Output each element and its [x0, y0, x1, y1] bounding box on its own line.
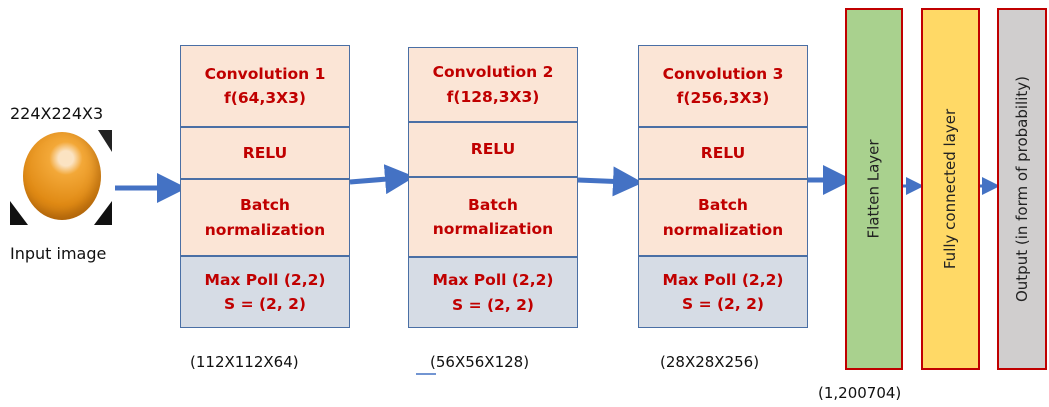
- flatten-output-dim: (1,200704): [818, 384, 902, 402]
- maxpool2-line1: Max Poll (2,2): [432, 271, 554, 290]
- output-layer-label: Output (in form of probability): [1013, 75, 1031, 303]
- conv1-filter: f(64,3X3): [224, 89, 306, 107]
- maxpool1-box: Max Poll (2,2) S = (2, 2): [180, 256, 350, 328]
- batchnorm1-line1: Batch: [240, 196, 290, 215]
- orange-fruit-image: [23, 132, 101, 220]
- conv3-title: Convolution 3: [662, 64, 784, 83]
- relu2-box: RELU: [408, 122, 578, 177]
- batchnorm3-box: Batch normalization: [638, 179, 808, 256]
- maxpool1-line1: Max Poll (2,2): [204, 270, 326, 289]
- maxpool3-line2: S = (2, 2): [682, 295, 764, 313]
- batchnorm2-line1: Batch: [468, 195, 518, 214]
- conv2-filter: f(128,3X3): [446, 87, 540, 106]
- batchnorm2-line2: normalization: [432, 220, 554, 238]
- maxpool2-box: Max Poll (2,2) S = (2, 2): [408, 257, 578, 328]
- relu1-label: RELU: [242, 143, 288, 162]
- block3-output-dim: (28X28X256): [660, 353, 760, 371]
- batchnorm1-line2: normalization: [204, 220, 326, 239]
- conv1-box: Convolution 1 f(64,3X3): [180, 45, 350, 127]
- relu2-label: RELU: [470, 140, 516, 159]
- relu3-box: RELU: [638, 127, 808, 179]
- input-image: [10, 130, 112, 225]
- conv3-box: Convolution 3 f(256,3X3): [638, 45, 808, 127]
- relu3-label: RELU: [700, 143, 746, 162]
- image-corner-right: [94, 201, 112, 225]
- arrow-block2-to-block3: [577, 166, 643, 197]
- batchnorm3-line2: normalization: [662, 220, 784, 239]
- maxpool3-line1: Max Poll (2,2): [662, 270, 784, 289]
- arrow-block1-to-block2: [349, 164, 415, 195]
- conv1-title: Convolution 1: [204, 64, 326, 83]
- maxpool1-line2: S = (2, 2): [224, 295, 306, 313]
- conv2-title: Convolution 2: [432, 63, 554, 82]
- flatten-layer-label: Flatten Layer: [865, 139, 884, 239]
- relu1-box: RELU: [180, 127, 350, 179]
- block1-output-dim: (112X112X64): [190, 353, 299, 371]
- input-size-label: 224X224X3: [10, 104, 104, 123]
- image-corner-left: [10, 201, 28, 225]
- output-layer-box: Output (in form of probability): [997, 8, 1047, 370]
- input-image-caption: Input image: [10, 244, 107, 263]
- maxpool3-box: Max Poll (2,2) S = (2, 2): [638, 256, 808, 328]
- batchnorm1-box: Batch normalization: [180, 179, 350, 256]
- flatten-layer-box: Flatten Layer: [845, 8, 903, 370]
- maxpool2-line2: S = (2, 2): [452, 295, 534, 314]
- fully-connected-layer-label: Fully connected layer: [941, 108, 960, 270]
- conv3-filter: f(256,3X3): [676, 89, 770, 107]
- fully-connected-layer-box: Fully connected layer: [921, 8, 980, 370]
- image-corner-top-right: [98, 130, 112, 152]
- block2-output-dim: (56X56X128): [430, 353, 530, 371]
- conv2-box: Convolution 2 f(128,3X3): [408, 47, 578, 122]
- batchnorm3-line1: Batch: [698, 196, 748, 215]
- batchnorm2-box: Batch normalization: [408, 177, 578, 257]
